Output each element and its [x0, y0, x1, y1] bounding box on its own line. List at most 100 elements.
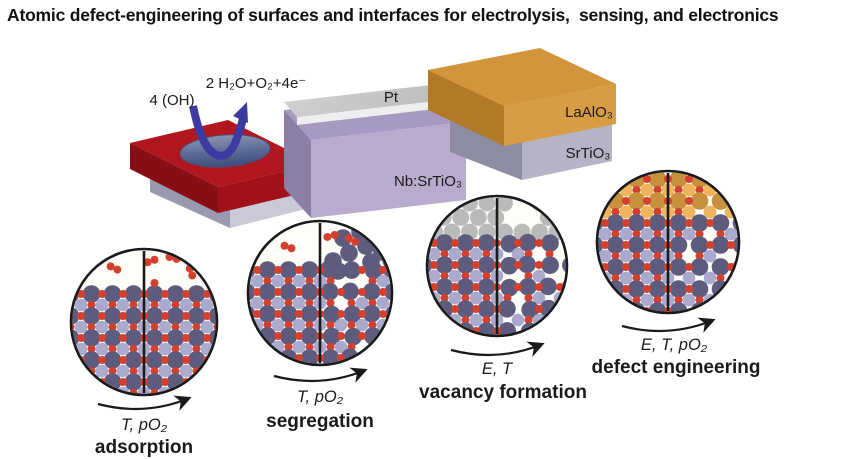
- atom-dark: [518, 255, 536, 274]
- atom-lav: [200, 320, 214, 334]
- atom-red: [535, 283, 543, 291]
- atom-red: [182, 334, 190, 342]
- atom-red: [358, 266, 366, 274]
- atom-lav: [158, 320, 172, 334]
- atom-orange: [669, 192, 688, 210]
- atom-dark: [342, 261, 361, 279]
- atom-dark: [362, 304, 381, 323]
- atom-red: [674, 208, 683, 216]
- atom-lav: [292, 318, 306, 332]
- atom-red: [545, 316, 554, 324]
- atom-lav: [376, 274, 390, 288]
- atom-dark: [477, 322, 496, 335]
- atom-dark: [669, 236, 688, 254]
- circle-outline: [425, 194, 569, 338]
- atom-lav: [532, 291, 546, 305]
- atom-red: [643, 241, 651, 249]
- atom-red: [632, 274, 641, 282]
- process-name: vacancy formation: [419, 382, 587, 403]
- atom-lav: [469, 247, 483, 261]
- atom-red: [274, 354, 282, 362]
- atom-lav: [158, 298, 172, 312]
- atom-red: [695, 230, 704, 238]
- atom-red: [330, 231, 339, 240]
- atom-gray: [469, 209, 487, 226]
- atom-dark: [82, 351, 101, 369]
- atom-amber: [703, 205, 717, 219]
- atom-dark: [477, 300, 496, 318]
- atom-red: [253, 288, 261, 296]
- atom-red: [483, 338, 491, 346]
- reaction-product-label: 2 H₂O+O₂+4e⁻: [206, 75, 306, 92]
- atom-red: [119, 356, 127, 364]
- atom-red: [674, 186, 683, 194]
- atom-red: [347, 321, 356, 329]
- pt-bar-front-face: [297, 99, 452, 125]
- atom-red: [192, 301, 201, 309]
- atom-lav: [271, 296, 285, 310]
- atom-lav: [724, 227, 738, 241]
- atom-red: [379, 288, 387, 296]
- atom-lav: [250, 296, 264, 310]
- atom-red: [295, 310, 303, 318]
- atom-dark: [320, 282, 339, 301]
- atom-red: [643, 285, 651, 293]
- circle-outline: [69, 247, 219, 397]
- atom-red: [77, 334, 85, 342]
- atom-dark: [82, 307, 101, 325]
- atom-lav: [428, 247, 441, 261]
- atom-red: [685, 219, 693, 227]
- atom-red: [440, 250, 449, 258]
- atom-gray: [478, 197, 496, 212]
- circle-outline: [246, 219, 394, 367]
- atom-red: [203, 290, 211, 298]
- atom-dark: [541, 256, 559, 275]
- atom-dark: [606, 258, 625, 276]
- atom-red: [287, 244, 296, 253]
- atom-red: [524, 272, 533, 280]
- atom-lav: [292, 362, 306, 364]
- atom-dark: [669, 214, 688, 232]
- film-front-face: [504, 84, 616, 146]
- atom-dark: [322, 305, 341, 324]
- atom-amber: [682, 205, 696, 219]
- atom-dark: [498, 322, 517, 335]
- atom-dark: [103, 351, 122, 369]
- progress-arrow: [621, 317, 716, 333]
- atom-lav: [116, 342, 130, 356]
- atom-red: [119, 312, 127, 320]
- atom-lav: [334, 362, 348, 364]
- atom-dark: [690, 280, 709, 298]
- atom-red: [326, 343, 335, 351]
- atom-red: [171, 345, 180, 353]
- atom-lav: [355, 318, 369, 332]
- process-name: adsorption: [95, 437, 193, 458]
- atom-dark: [435, 234, 454, 252]
- reactant-label: 4 (OH): [150, 92, 195, 109]
- atom-lav: [511, 247, 525, 261]
- atom-red: [280, 241, 289, 250]
- atom-red: [188, 271, 197, 280]
- atom-red: [150, 345, 159, 353]
- atom-lav: [334, 340, 348, 354]
- atom-red: [611, 252, 620, 260]
- atom-red: [305, 277, 314, 285]
- atom-dark: [145, 373, 164, 391]
- atom-red: [622, 197, 630, 205]
- atom-red: [344, 234, 353, 243]
- atom-dark: [166, 351, 185, 369]
- atom-lav: [682, 227, 696, 241]
- atom-red: [77, 312, 85, 320]
- atom-red: [129, 345, 138, 353]
- atom-red: [143, 258, 152, 267]
- atom-dark: [258, 283, 277, 301]
- atom-dark: [82, 329, 101, 347]
- atom-red: [643, 197, 651, 205]
- atom-dark: [627, 214, 646, 232]
- atom-gray: [496, 197, 513, 212]
- atom-red: [504, 338, 512, 346]
- atom-orange: [627, 192, 646, 210]
- atom-red: [161, 312, 169, 320]
- atom-red: [632, 252, 641, 260]
- atom-red: [685, 175, 693, 183]
